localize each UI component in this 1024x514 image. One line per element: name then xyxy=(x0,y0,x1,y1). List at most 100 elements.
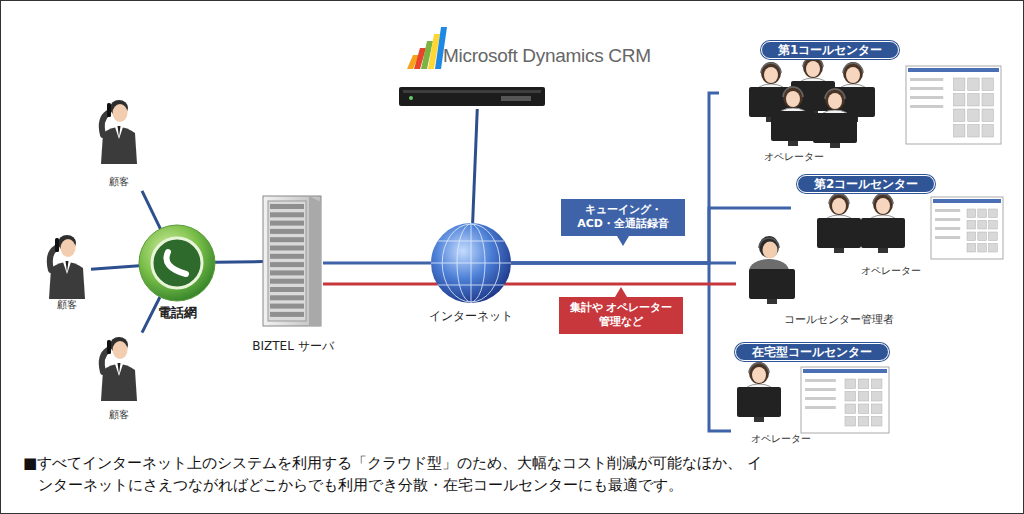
monitor xyxy=(861,218,905,248)
connector-line xyxy=(142,191,160,229)
connector-line xyxy=(323,282,736,285)
phone-handset xyxy=(107,340,111,354)
illustration-part xyxy=(828,93,842,109)
keypad-key xyxy=(968,125,979,138)
illustration-part xyxy=(749,363,769,373)
softphone-panel xyxy=(801,367,889,433)
keypad-key xyxy=(871,392,882,402)
monitor xyxy=(817,218,861,248)
illustration-part xyxy=(876,198,890,214)
keypad-key xyxy=(871,379,882,389)
softphone-panel xyxy=(931,197,1003,259)
rack-slot xyxy=(270,237,304,242)
illustration-part xyxy=(767,299,777,304)
illustration-part xyxy=(431,223,511,303)
illustration-part xyxy=(761,62,781,84)
customer-figure: 顧客 xyxy=(96,96,142,191)
keypad-key xyxy=(968,78,979,91)
connector-line xyxy=(511,93,719,263)
keypad-key xyxy=(978,221,987,230)
node-label: 顧客 xyxy=(109,176,129,188)
callout-label: 集計や オペレーター管理など xyxy=(559,297,683,334)
rack-slot xyxy=(270,287,304,292)
illustration-part xyxy=(403,90,541,93)
illustration-part xyxy=(114,124,124,139)
illustration-part xyxy=(935,236,960,239)
call-center: 第1コールセンターオペレーター xyxy=(719,39,1009,164)
illustration-part xyxy=(843,63,863,73)
internet-globe: インターネット xyxy=(431,223,511,303)
illustration-part xyxy=(803,56,823,78)
center-heading: 第2コールセンター xyxy=(797,175,935,193)
monitor xyxy=(737,387,781,417)
node-label: コールセンター管理者 xyxy=(784,313,894,326)
keypad-key xyxy=(968,94,979,107)
illustration-part xyxy=(935,209,960,212)
keypad-key xyxy=(982,78,993,91)
customer-body xyxy=(101,364,137,401)
illustration-part xyxy=(786,91,800,107)
node-label: オペレーター xyxy=(764,151,824,163)
illustration-part xyxy=(752,367,766,383)
keypad-key xyxy=(968,109,979,122)
callout-label: キューイング・ ACD・全通話録音 xyxy=(561,199,685,236)
connector-line xyxy=(473,109,478,223)
keypad-key xyxy=(845,417,856,427)
keypad-key xyxy=(989,221,998,230)
illustration-part xyxy=(409,96,413,100)
crm-server: Microsoft Dynamics CRM xyxy=(401,37,657,109)
keypad-key xyxy=(845,392,856,402)
illustration-part xyxy=(830,143,840,148)
connector-line xyxy=(91,266,139,269)
illustration-part xyxy=(268,201,306,321)
connector-line xyxy=(323,262,431,265)
illustration-part xyxy=(910,105,943,108)
illustration-part xyxy=(749,362,769,384)
illustration-part xyxy=(846,67,860,83)
keypad-key xyxy=(989,209,998,218)
caption-text: ■すべてインターネット上のシステムを利用する「クラウド型」のため、大幅なコスト削… xyxy=(23,453,768,497)
illustration-part xyxy=(761,63,781,73)
keypad-key xyxy=(954,125,965,138)
node-label: 顧客 xyxy=(57,299,77,311)
illustration-part xyxy=(754,417,764,422)
illustration-part xyxy=(118,363,121,374)
illustration-part xyxy=(834,248,844,253)
illustration-part xyxy=(825,89,845,99)
illustration-part xyxy=(908,68,999,72)
monitor xyxy=(813,113,857,143)
illustration-part xyxy=(910,78,943,81)
illustration-part xyxy=(788,141,798,146)
keypad-key xyxy=(871,417,882,427)
illustration-part xyxy=(431,263,511,264)
monitor xyxy=(749,269,795,299)
node-label: オペレーター xyxy=(751,433,811,445)
illustration-part xyxy=(873,194,893,204)
server-rack: BIZTEL サーバ xyxy=(263,193,323,329)
rack-slot xyxy=(270,262,304,267)
illustration-part xyxy=(114,361,124,376)
illustration-part xyxy=(829,193,849,215)
illustration-part xyxy=(933,199,1001,203)
keypad-key xyxy=(858,379,869,389)
monitor xyxy=(771,111,815,141)
illustration-part xyxy=(805,388,836,391)
illustration-part xyxy=(759,236,779,258)
illustration-part xyxy=(66,261,69,272)
manager-figure: コールセンター管理者 xyxy=(736,229,896,326)
node-label: オペレーター xyxy=(861,265,921,277)
keypad-key xyxy=(967,221,976,230)
node-label: BIZTEL サーバ xyxy=(252,339,333,353)
keypad-key xyxy=(982,109,993,122)
keypad-key xyxy=(871,404,882,414)
keypad-key xyxy=(858,392,869,402)
rack-slot xyxy=(270,246,304,251)
illustration-part xyxy=(783,87,803,97)
keypad-key xyxy=(978,244,987,253)
illustration-part xyxy=(832,198,846,214)
center-heading: 第1コールセンター xyxy=(761,41,899,59)
connector-line xyxy=(511,263,731,431)
illustration-part xyxy=(910,96,943,99)
rack-slot xyxy=(270,221,304,226)
